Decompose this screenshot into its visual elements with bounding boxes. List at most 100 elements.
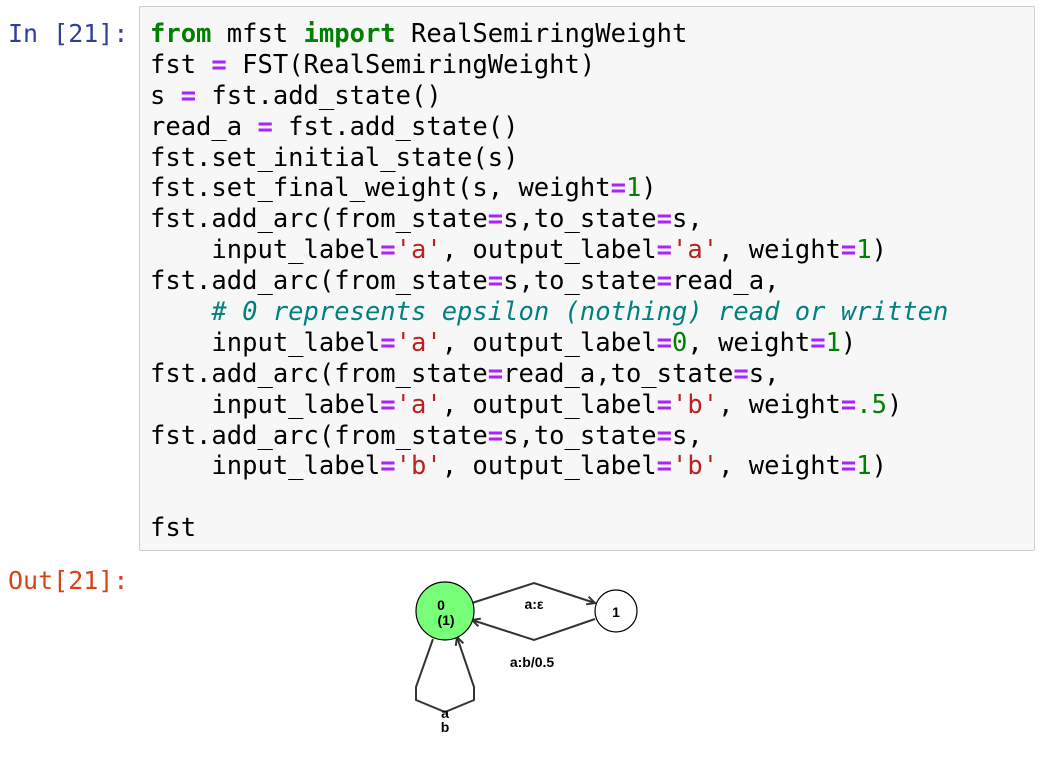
code-token: fst.add_state() [272,111,519,142]
code-token: 1 [625,173,642,204]
code-token: = [487,204,504,235]
code-token: = [487,266,504,297]
code-line: from mfst import RealSemiringWeight [150,19,948,50]
fst-graph: a:ε a:b/0.5 a b 0 (1) 1 [415,581,638,735]
code-token: = [840,389,857,420]
code-token: s,to_state [503,420,657,451]
code-token: ) [641,173,657,204]
selfloop-label-1: a [441,705,449,721]
code-token: fst.add_arc(from_state [150,358,488,389]
code-token: 1 [856,451,872,482]
output-prompt: Out[21]: [8,566,129,595]
code-token: = [656,420,673,451]
code-token: 'a' [395,327,442,358]
input-prompt: In [21]: [8,19,129,48]
code-token: , weight [687,327,811,358]
code-token: fst [150,513,197,544]
code-token: 'a' [395,235,442,266]
code-token: s,to_state [503,266,657,297]
code-token: fst [150,49,212,80]
code-token: 0 [672,327,688,358]
code-token: fst.add_arc(from_state [150,420,488,451]
code-token: read_a, [672,266,780,297]
code-token: s, [748,358,780,389]
code-line: # 0 represents epsilon (nothing) read or… [150,297,948,328]
code-token: input_label [150,451,381,482]
code-line [150,482,948,513]
code-token: , output_label [441,235,657,266]
selfloop-label-2: b [441,719,450,735]
code-token: , weight [718,451,841,482]
code-token: RealSemiringWeight [395,19,688,49]
code-line: input_label='a', output_label='b', weigh… [150,390,948,421]
code-token: fst.set_final_weight(s, weight [150,173,611,204]
code-token: , output_label [441,327,657,358]
code-line: fst.add_arc(from_state=s,to_state=s, [150,204,948,235]
code-token: .5 [856,389,887,420]
code-token: = [211,49,227,80]
code-token: = [610,173,626,204]
code-token: s, [672,204,703,235]
code-token: 1 [825,327,841,358]
code-line: s = fst.add_state() [150,81,948,112]
code-token: = [810,327,826,358]
code-token: mfst [211,19,304,49]
selfloop-0 [415,637,475,714]
code-line: fst = FST(RealSemiringWeight) [150,50,948,81]
code-token: = [840,451,857,482]
code-line: fst.add_arc(from_state=s,to_state=s, [150,421,948,452]
code-line: fst [150,513,948,544]
code-token: from [150,19,212,49]
code-token: , weight [718,235,841,266]
code-line: input_label='a', output_label=0, weight=… [150,328,948,359]
code-token: 'b' [672,389,719,420]
code-token: = [656,389,673,420]
code-token: fst.set_initial_state(s) [150,142,519,173]
state-0-label: 0 [437,597,445,613]
code-token: s, [672,420,703,451]
arc-0-to-1 [471,581,595,603]
arc-0-to-1-label: a:ε [524,596,543,612]
state-0-node [415,581,475,641]
code-token: ) [871,235,887,266]
state-1-node [594,589,638,633]
code-token: fst.add_arc(from_state [150,266,488,297]
state-0-weight: (1) [437,612,454,628]
code-token: ) [871,451,887,482]
code-token [150,297,211,327]
code-token: input_label [150,327,381,358]
code-token: 'a' [672,235,719,266]
code-line: fst.set_initial_state(s) [150,143,948,174]
code-token: = [656,235,673,266]
code-line: fst.add_arc(from_state=read_a,to_state=s… [150,359,948,390]
code-token: 1 [856,235,872,266]
code-token: = [380,235,396,266]
code-token: 'b' [672,451,719,482]
code-token: ) [886,389,903,420]
code-token: fst.add_arc(from_state [150,204,488,235]
code-token: ) [840,327,857,358]
code-token: , output_label [441,389,657,420]
code-token: fst.add_state() [196,80,442,111]
code-token: , weight [718,389,841,420]
code-line: fst.add_arc(from_state=s,to_state=read_a… [150,266,948,297]
code-token: read_a [150,111,258,142]
code-token: , output_label [441,451,657,482]
code-token: = [656,266,673,297]
code-token: = [656,204,673,235]
code-token: s,to_state [503,204,657,235]
code-token: s [150,80,181,111]
state-1-label: 1 [612,604,620,620]
arc-1-to-0 [472,619,596,642]
code-token: = [380,327,396,358]
code-line: fst.set_final_weight(s, weight=1) [150,173,948,204]
code-token: = [487,420,504,451]
arc-1-to-0-label: a:b/0.5 [510,654,555,670]
code-token: = [656,451,673,482]
code-token: = [656,327,673,358]
code-token: = [380,389,396,420]
code-token: import [303,19,396,49]
